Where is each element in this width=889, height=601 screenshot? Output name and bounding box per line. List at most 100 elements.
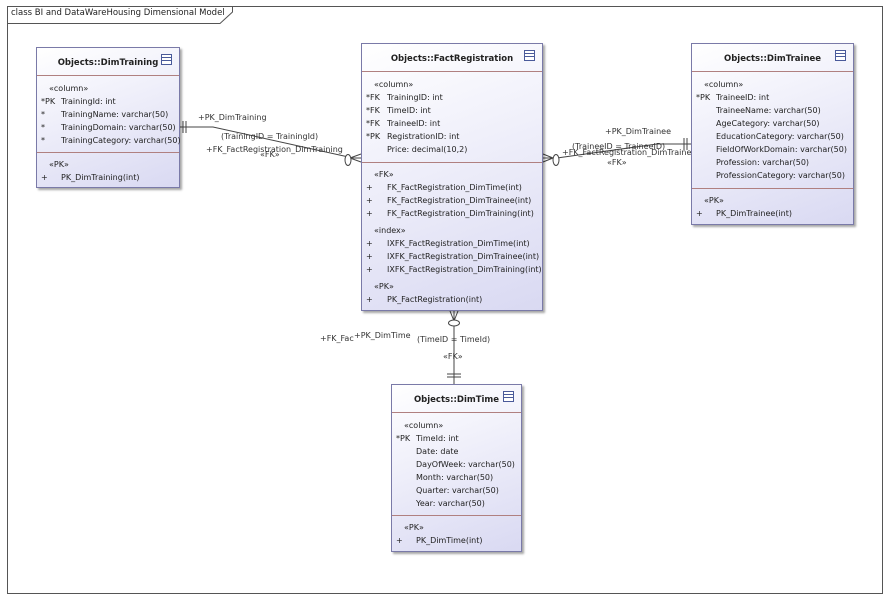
entity-title: Objects::DimTraining (57, 58, 159, 68)
column-name: TrainingId: int (61, 97, 116, 106)
operation-name: PK_DimTraining(int) (61, 173, 140, 182)
column-name: Year: varchar(50) (416, 499, 485, 508)
operation-name: IXFK_FactRegistration_DimTime(int) (387, 239, 530, 248)
pk-stereotype: «PK» (49, 160, 69, 169)
connector-training-crowfoot-upper (349, 153, 362, 159)
connector-time-fk-label: +FK_Fac (320, 334, 354, 343)
operation-name: IXFK_FactRegistration_DimTraining(int) (387, 265, 542, 274)
column-name: Price: decimal(10,2) (387, 145, 468, 154)
connector-trainee-pk-label: +PK_DimTrainee (605, 127, 671, 136)
diagram-title: class BI and DataWareHousing Dimensional… (11, 8, 225, 18)
connector-time-condition: (TimeID = TimeId) (417, 335, 491, 344)
connector-trainee-line (543, 143, 691, 159)
diagram-frame (7, 6, 883, 594)
connector-time-fk-stereotype: «FK» (443, 352, 463, 361)
column-stereotype: «column» (404, 421, 444, 430)
operation-visibility: + (366, 209, 373, 218)
column-name: TimeID: int (387, 106, 431, 115)
column-key-marker: *FK (366, 93, 380, 102)
fk-stereotype: «FK» (374, 170, 394, 179)
compartment-divider (392, 515, 521, 516)
compartment-divider (37, 152, 179, 153)
index-stereotype: «index» (374, 226, 406, 235)
connector-training-fk-label: +FK_FactRegistration_DimTraining (206, 145, 343, 154)
column-name: Profession: varchar(50) (716, 158, 810, 167)
column-name: EducationCategory: varchar(50) (716, 132, 844, 141)
operation-visibility: + (366, 239, 373, 248)
connector-time-crowfoot-left (449, 310, 455, 322)
compartment-divider (362, 162, 542, 163)
operation-name: PK_DimTime(int) (416, 536, 483, 545)
operation-visibility: + (366, 183, 373, 192)
operation-visibility: + (366, 265, 373, 274)
column-name: TimeId: int (416, 434, 459, 443)
column-key-marker: *PK (396, 434, 411, 443)
entity-title: Objects::FactRegistration (390, 54, 514, 64)
column-name: RegistrationID: int (387, 132, 460, 141)
column-key-marker: *PK (366, 132, 381, 141)
column-name: Month: varchar(50) (416, 473, 494, 482)
connector-time-pk-label: +PK_DimTime (354, 331, 411, 340)
entity-title: Objects::DimTime (413, 395, 500, 405)
operation-name: FK_FactRegistration_DimTraining(int) (387, 209, 534, 218)
column-key-marker: *FK (366, 106, 380, 115)
connector-training-crowfoot-lower (349, 157, 362, 163)
compartment-divider (37, 75, 179, 76)
column-name: TrainingCategory: varchar(50) (61, 136, 181, 145)
operation-visibility: + (366, 295, 373, 304)
operation-visibility: + (41, 173, 48, 182)
connector-trainee-crowfoot-lower (542, 157, 554, 163)
column-key-marker: * (41, 123, 45, 132)
operation-visibility: + (396, 536, 403, 545)
column-name: Date: date (416, 447, 459, 456)
operation-name: IXFK_FactRegistration_DimTrainee(int) (387, 252, 540, 261)
connector-trainee-crowfoot-upper (542, 153, 554, 159)
column-name: DayOfWeek: varchar(50) (416, 460, 515, 469)
column-key-marker: *PK (41, 97, 56, 106)
compartment-divider (392, 412, 521, 413)
column-name: TraineeName: varchar(50) (716, 106, 821, 115)
entity-dim-time[interactable]: Objects::DimTime «column» *PK TimeId: int… (391, 384, 522, 552)
connector-training-line (180, 126, 361, 159)
connector-trainee-condition: (TraineeID = TraineeID) (572, 142, 666, 151)
compartment-divider (692, 188, 853, 189)
operation-visibility: + (366, 252, 373, 261)
compartment-divider (362, 71, 542, 72)
connector-trainee-fk-label: +FK_FactRegistration_DimTrainee (562, 148, 697, 157)
pk-stereotype: «PK» (704, 196, 724, 205)
class-icon (524, 50, 535, 61)
column-name: ProfessionCategory: varchar(50) (716, 171, 845, 180)
pk-stereotype: «PK» (404, 523, 424, 532)
column-key-marker: *PK (696, 93, 711, 102)
operation-name: PK_FactRegistration(int) (387, 295, 483, 304)
column-name: AgeCategory: varchar(50) (716, 119, 820, 128)
connector-training-fk-stereotype: «FK» (260, 150, 280, 159)
operation-visibility: + (696, 209, 703, 218)
column-stereotype: «column» (704, 80, 744, 89)
connector-training-zero-mark (344, 154, 352, 166)
class-icon (835, 50, 846, 61)
compartment-divider (692, 71, 853, 72)
class-icon (503, 391, 514, 402)
column-key-marker: * (41, 110, 45, 119)
column-name: FieldOfWorkDomain: varchar(50) (716, 145, 847, 154)
column-key-marker: * (41, 136, 45, 145)
column-name: TrainingDomain: varchar(50) (61, 123, 176, 132)
connector-time-crowfoot-right (453, 310, 459, 322)
column-stereotype: «column» (374, 80, 414, 89)
operation-name: FK_FactRegistration_DimTrainee(int) (387, 196, 532, 205)
column-name: TraineeID: int (387, 119, 441, 128)
column-key-marker: *FK (366, 119, 380, 128)
connector-trainee-fk-stereotype: «FK» (607, 158, 627, 167)
connector-trainee-zero-mark (552, 154, 560, 166)
column-stereotype: «column» (49, 84, 89, 93)
title-tab-shape (7, 6, 233, 24)
column-name: TraineeID: int (716, 93, 770, 102)
operation-name: FK_FactRegistration_DimTime(int) (387, 183, 522, 192)
connector-training-condition: (TrainingID = TrainingId) (221, 132, 319, 141)
column-name: TrainingID: int (387, 93, 443, 102)
